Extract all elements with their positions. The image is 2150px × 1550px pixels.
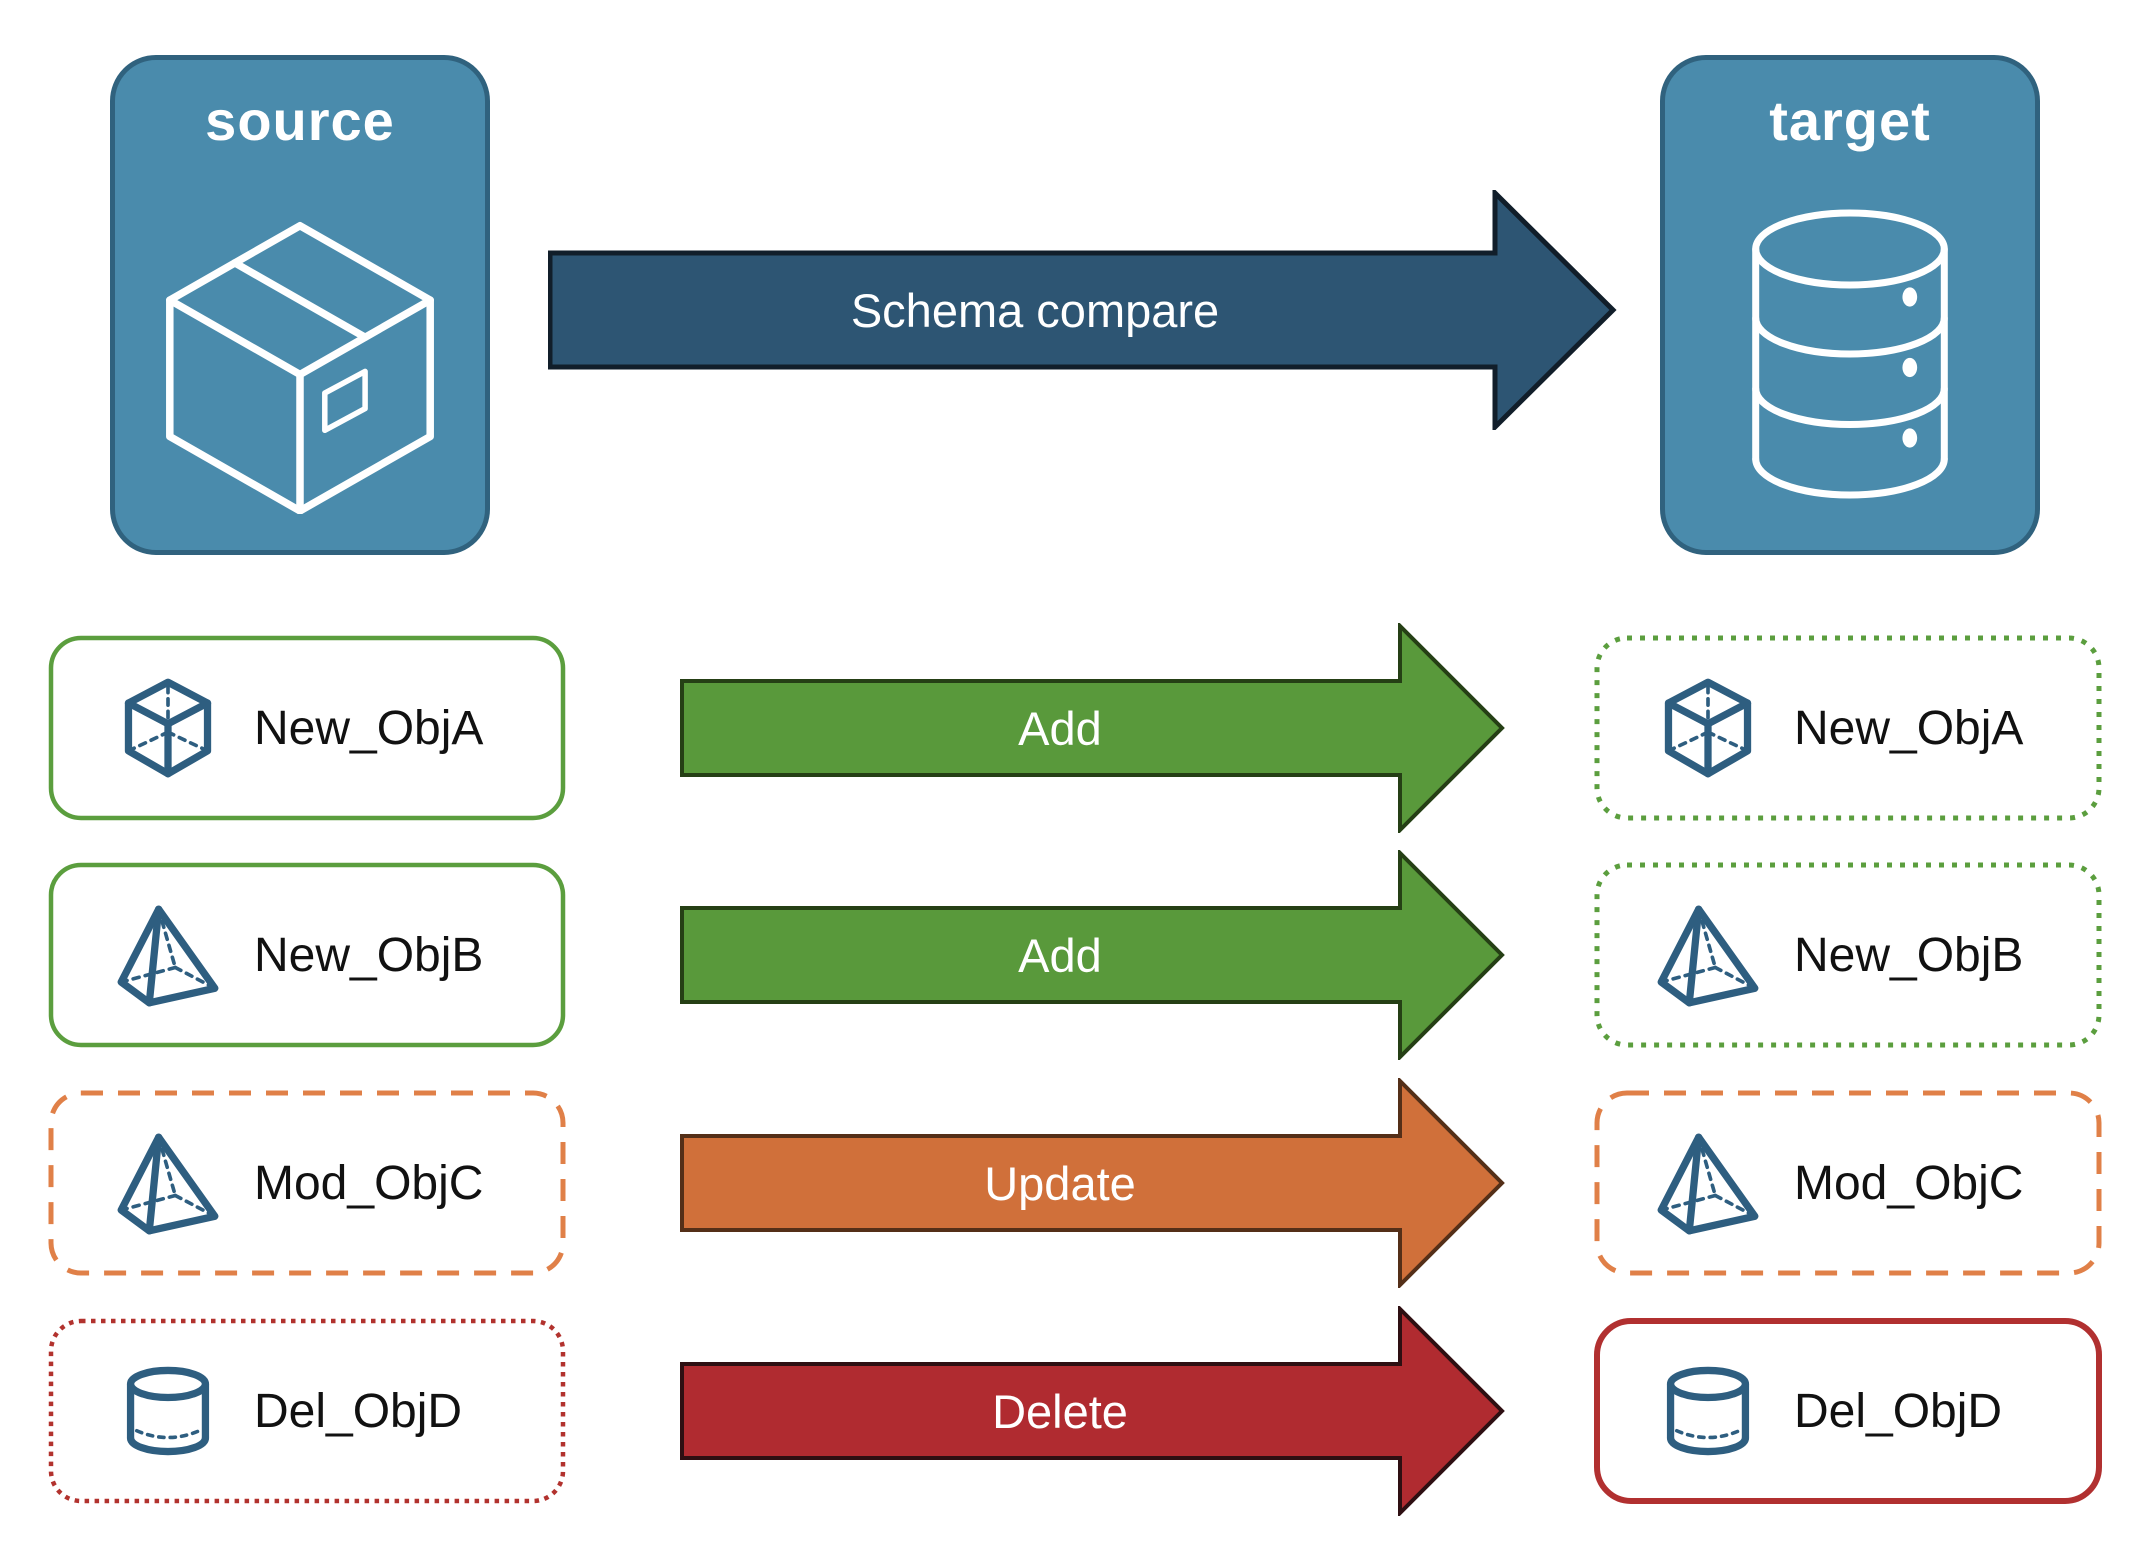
pyramid-icon <box>1656 1131 1760 1235</box>
package-icon <box>145 204 455 514</box>
pyramid-icon <box>116 1131 220 1235</box>
card-border-rect <box>48 1090 566 1276</box>
card-border-rect <box>48 635 566 821</box>
schema-compare-arrow-shape <box>548 190 1617 430</box>
target-object-card-new-objb: New_ObjB <box>1594 862 2102 1048</box>
target-object-card-mod-objc: Mod_ObjC <box>1594 1090 2102 1276</box>
card-border <box>1594 635 2102 821</box>
card-border-rect <box>48 1318 566 1504</box>
schema-compare-arrow-label: Schema compare <box>850 283 1220 337</box>
pyramid-icon <box>1656 903 1760 1007</box>
object-name: New_ObjB <box>254 928 484 982</box>
target-object-card-new-obja: New_ObjA <box>1594 635 2102 821</box>
cylinder-icon <box>116 1359 220 1463</box>
card-border-rect <box>1594 1090 2102 1276</box>
target-node-label: target <box>1769 89 1931 152</box>
cube-icon <box>116 676 220 780</box>
update-arrow-shape <box>680 1078 1505 1288</box>
card-border-rect <box>1594 1318 2102 1504</box>
pyramid-icon <box>116 903 220 1007</box>
source-object-card-mod-objc: Mod_ObjC <box>48 1090 566 1276</box>
delete-arrow <box>680 1306 1505 1516</box>
object-name: New_ObjA <box>254 701 484 755</box>
source-node: source <box>110 55 490 555</box>
source-object-card-new-obja: New_ObjA <box>48 635 566 821</box>
add-arrow <box>680 623 1505 833</box>
object-name: Del_ObjD <box>254 1384 463 1438</box>
delete-arrow-shape <box>680 1306 1505 1516</box>
delete-arrow-label: Delete <box>992 1384 1128 1438</box>
update-arrow-label: Update <box>984 1156 1136 1210</box>
card-border-rect <box>1594 862 2102 1048</box>
source-object-card-new-objb: New_ObjB <box>48 862 566 1048</box>
add-arrow-shape <box>680 850 1505 1060</box>
add-arrow-label: Add <box>1018 701 1102 755</box>
object-name: Mod_ObjC <box>254 1156 484 1210</box>
card-border-rect <box>1594 635 2102 821</box>
card-border <box>1594 1318 2102 1504</box>
card-border <box>48 1318 566 1504</box>
database-icon <box>1735 204 1965 504</box>
card-border <box>48 1090 566 1276</box>
cube-icon <box>1656 676 1760 780</box>
card-border <box>1594 1090 2102 1276</box>
add-arrow <box>680 850 1505 1060</box>
object-name: New_ObjB <box>1794 928 2024 982</box>
card-border <box>48 862 566 1048</box>
add-arrow-label: Add <box>1018 928 1102 982</box>
schema-compare-arrow <box>548 190 1617 430</box>
card-border <box>1594 862 2102 1048</box>
target-node: target <box>1660 55 2040 555</box>
target-object-card-del-objd: Del_ObjD <box>1594 1318 2102 1504</box>
card-border-rect <box>48 862 566 1048</box>
object-name: New_ObjA <box>1794 701 2024 755</box>
source-object-card-del-objd: Del_ObjD <box>48 1318 566 1504</box>
object-name: Mod_ObjC <box>1794 1156 2024 1210</box>
cylinder-icon <box>1656 1359 1760 1463</box>
card-border <box>48 635 566 821</box>
object-name: Del_ObjD <box>1794 1384 2003 1438</box>
add-arrow-shape <box>680 623 1505 833</box>
source-node-label: source <box>205 89 395 152</box>
update-arrow <box>680 1078 1505 1288</box>
